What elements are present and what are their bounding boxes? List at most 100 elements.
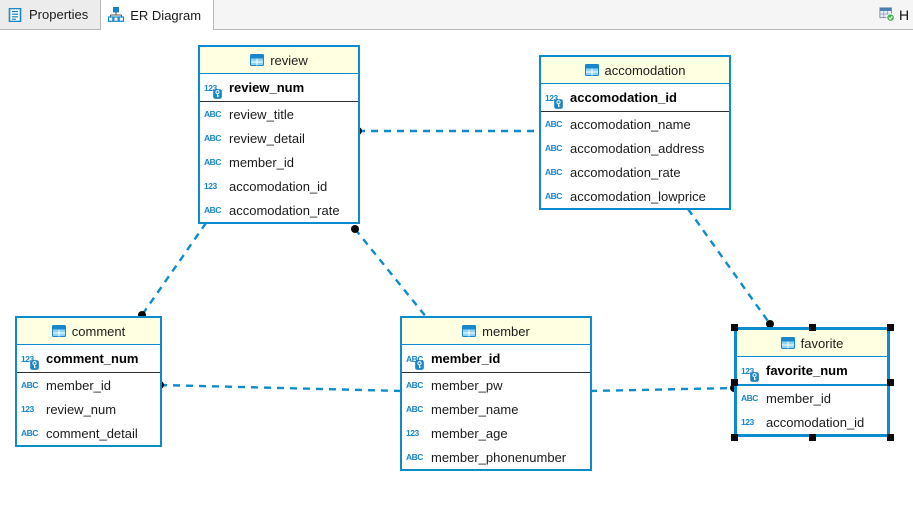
selection-handle[interactable] [730,378,738,386]
selection-handle[interactable] [886,323,894,331]
text-type-icon: ABC [545,143,562,153]
column-label: accomodation_name [570,116,691,132]
editor-tabbar: Properties ER Diagram [0,0,913,30]
entity-header-favorite[interactable]: favorite [737,330,887,357]
entity-header-accomodation[interactable]: accomodation [541,57,729,84]
entity-header-review[interactable]: review [200,47,358,74]
column-label: member_id [431,351,501,366]
column-member_id[interactable]: ABC member_id [200,150,358,174]
column-label: review_num [46,401,117,417]
numeric-type-icon: 123 [545,91,565,109]
table-icon [584,64,599,76]
text-type-icon: ABC [204,133,221,143]
column-label: accomodation_address [570,140,705,156]
relation-member-favorite[interactable] [589,386,735,393]
table-icon [780,337,795,349]
column-label: review_num [229,80,305,95]
column-label: member_age [431,425,508,441]
pk-column-review_num[interactable]: 123 review_num [200,74,358,102]
relation-comment-member[interactable] [159,383,403,393]
column-label: accomodation_id [229,178,328,194]
column-accomodation_address[interactable]: ABC accomodation_address [541,136,729,160]
numeric-type-icon: 123 [21,352,41,370]
numeric-type-icon: 123 [406,428,419,438]
selection-handle[interactable] [808,323,816,331]
column-label: comment_detail [46,425,138,441]
relation-endpoint-dot [351,225,359,233]
tab-properties[interactable]: Properties [0,0,102,29]
column-member_phonenumber[interactable]: ABC member_phonenumber [402,445,590,469]
pk-column-favorite_num[interactable]: 123 favorite_num [737,357,887,386]
column-member_id[interactable]: ABC member_id [17,373,160,397]
text-type-icon: ABC [21,380,38,390]
text-type-icon: ABC [545,191,562,201]
text-type-icon: ABC [741,393,758,403]
numeric-type-icon: 123 [204,81,224,99]
column-label: member_id [229,154,295,170]
column-label: member_phonenumber [431,449,567,465]
column-review_title[interactable]: ABC review_title [200,102,358,126]
tab-er-diagram-label: ER Diagram [130,7,202,23]
column-review_detail[interactable]: ABC review_detail [200,126,358,150]
pk-column-comment_num[interactable]: 123 comment_num [17,345,160,373]
selection-handle[interactable] [886,378,894,386]
column-label: accomodation_id [766,414,865,430]
entity-header-member[interactable]: member [402,318,590,345]
column-review_num[interactable]: 123 review_num [17,397,160,421]
text-type-icon: ABC [204,157,221,167]
primary-key-badge [750,370,760,382]
er-diagram-icon [108,7,125,23]
relation-review-member[interactable] [354,228,428,319]
tab-er-diagram[interactable]: ER Diagram [101,0,215,30]
tab-properties-label: Properties [29,7,89,22]
relation-accomodation-favorite[interactable] [687,208,771,325]
numeric-type-icon: 123 [21,404,34,414]
column-label: member_id [46,377,112,393]
primary-key-badge [554,97,564,109]
column-label: accomodation_rate [229,202,340,218]
primary-key-badge [415,358,425,370]
selection-handle[interactable] [730,433,738,441]
entity-title: review [270,52,308,68]
column-label: comment_num [46,351,139,366]
entity-header-comment[interactable]: comment [17,318,160,345]
properties-icon [7,7,23,23]
relation-review-comment[interactable] [141,222,207,316]
selection-handle[interactable] [808,433,816,441]
column-label: review_detail [229,130,305,146]
column-label: favorite_num [766,363,848,378]
selection-handle[interactable] [886,433,894,441]
primary-key-badge [30,358,40,370]
table-check-icon[interactable] [879,7,895,23]
text-type-icon: ABC [204,109,221,119]
clipped-tab-label: H [899,6,910,23]
text-type-icon: ABC [406,452,423,462]
text-type-icon: ABC [406,352,426,370]
text-type-icon: ABC [545,167,562,177]
pk-column-member_id[interactable]: ABC member_id [402,345,590,373]
numeric-type-icon: 123 [741,364,761,382]
primary-key-badge [213,87,223,99]
column-member_age[interactable]: 123 member_age [402,421,590,445]
selection-handle[interactable] [730,323,738,331]
column-label: review_title [229,106,295,122]
entity-title: member [482,323,530,339]
